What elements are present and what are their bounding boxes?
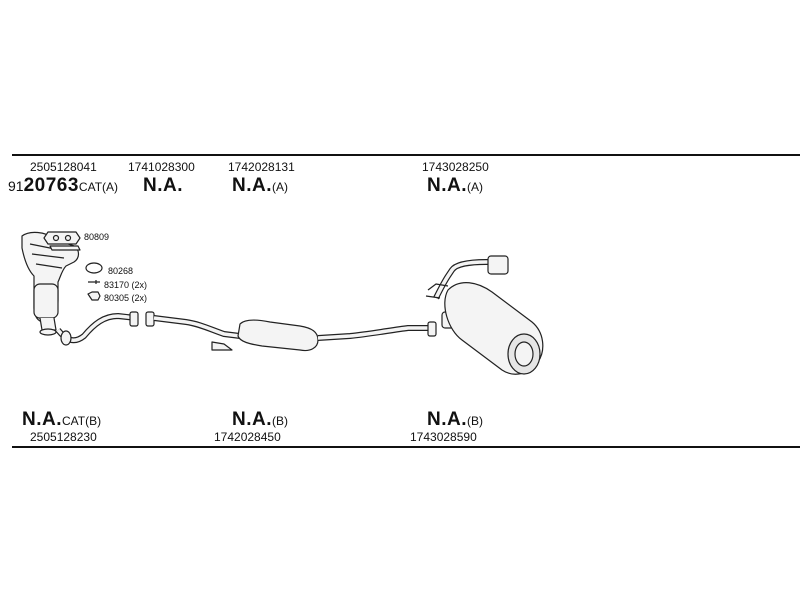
ring-part-label: 80268 — [108, 266, 134, 276]
middle-label-top-text: N.A. — [232, 175, 272, 196]
nut-part-label: 80305 (2x) — [104, 293, 148, 303]
top-divider-line — [12, 154, 800, 156]
front-pipe — [55, 311, 139, 346]
pipe-label: N.A. — [143, 175, 183, 196]
middle-label-top-suffix: (A) — [272, 180, 288, 194]
gasket-icon — [43, 231, 81, 245]
pipe-part-number: 1741028300 — [128, 160, 195, 174]
bolt-part-label: 83170 (2x) — [104, 280, 148, 290]
middle-part-number-bottom: 1742028450 — [214, 430, 281, 444]
cat-bottom-label: N.A.CAT(B) — [22, 410, 101, 431]
cat-top-code-label: 9120763CAT(A) — [8, 176, 118, 197]
bolt-icon — [88, 280, 100, 284]
rear-label-bottom: N.A.(B) — [427, 410, 483, 431]
rear-label-top-suffix: (A) — [467, 180, 483, 194]
rear-silencer — [425, 255, 544, 375]
cat-top-part-number: 2505128041 — [30, 160, 97, 174]
rear-part-number-top: 1743028250 — [422, 160, 489, 174]
middle-label-bottom: N.A.(B) — [232, 410, 288, 431]
middle-pipe-with-silencer — [145, 311, 437, 352]
cat-top-suffix: CAT(A) — [78, 180, 119, 194]
middle-label-top: N.A.(A) — [232, 176, 288, 197]
rear-label-bottom-text: N.A. — [427, 409, 467, 430]
cat-bottom-part-number: 2505128230 — [30, 430, 97, 444]
ring-gasket-icon — [85, 262, 103, 274]
cat-bottom-label-suffix: CAT(B) — [62, 414, 102, 428]
cat-bottom-label-text: N.A. — [22, 409, 62, 430]
rear-label-top: N.A.(A) — [427, 176, 483, 197]
rear-label-bottom-suffix: (B) — [467, 414, 483, 428]
rear-label-top-text: N.A. — [427, 175, 467, 196]
bottom-divider-line — [12, 446, 800, 448]
rear-part-number-bottom: 1743028590 — [410, 430, 477, 444]
cat-top-code: 20763 — [23, 175, 79, 196]
gasket-part-label: 80809 — [84, 232, 110, 242]
middle-label-bottom-text: N.A. — [232, 409, 272, 430]
small-parts — [43, 231, 103, 301]
middle-part-number-top: 1742028131 — [228, 160, 295, 174]
cat-top-prefix: 91 — [8, 178, 24, 194]
middle-label-bottom-suffix: (B) — [272, 414, 288, 428]
manifold-catalytic-converter — [21, 231, 80, 336]
nut-icon — [87, 291, 101, 301]
